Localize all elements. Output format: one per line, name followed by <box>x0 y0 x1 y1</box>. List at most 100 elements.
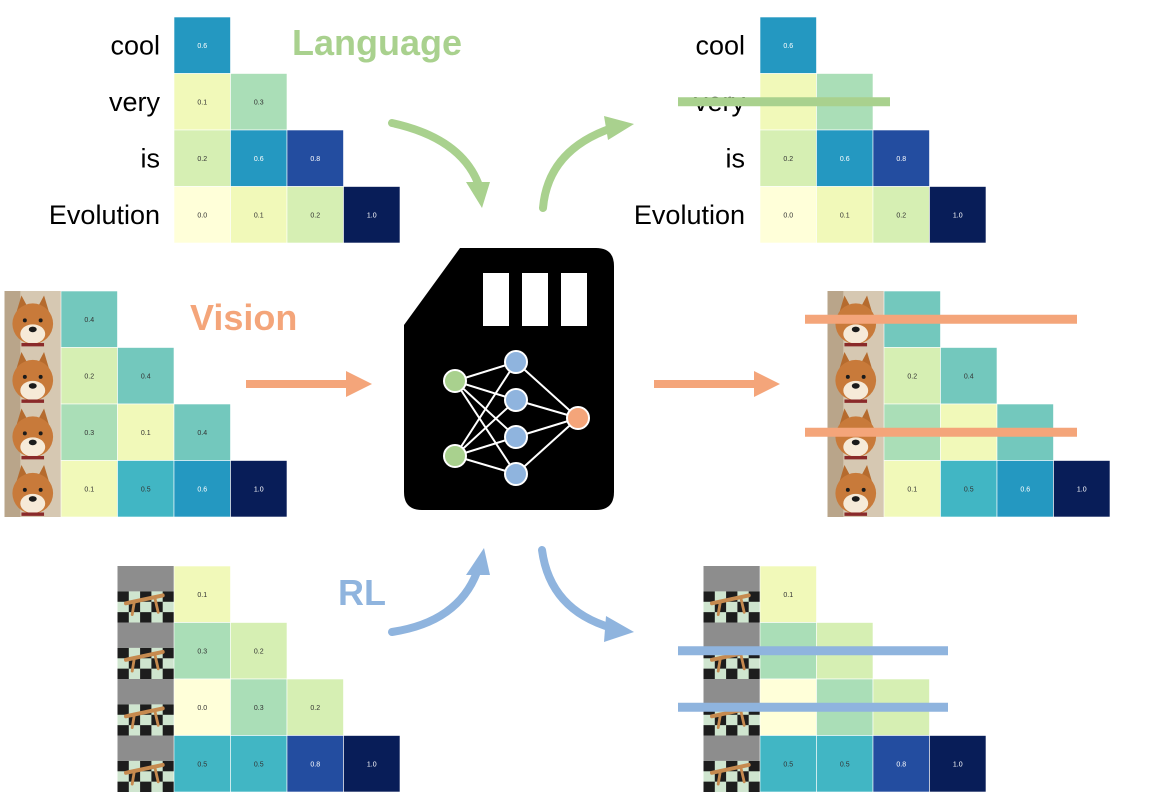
cell-value: 0.2 <box>310 212 320 219</box>
nn-edge <box>515 417 579 475</box>
attention-matrices: 0.6 0.1 0.3 0.2 0.6 0.8 0.0 0.1 0.2 1.0 0.6 0.1 0.3 0… <box>4 16 1111 793</box>
cell-value: 0.8 <box>896 156 906 163</box>
cell-value: 0.2 <box>197 156 207 163</box>
cell-value: 0.2 <box>896 212 906 219</box>
language-in-arrow <box>388 119 482 187</box>
cell-value: 0.1 <box>783 592 793 599</box>
cell-value: 0.1 <box>197 592 207 599</box>
matrix-cell <box>759 565 817 623</box>
matrix-cell <box>872 129 930 187</box>
nn-edge <box>515 361 579 419</box>
matrix-cell <box>286 129 344 187</box>
matrix-cell <box>173 565 231 623</box>
vision-output-matrix: 0.40.20.40.30.10.40.10.50.61.0 <box>827 290 1111 518</box>
vision-out-arrowhead <box>754 371 780 397</box>
matrix-cell <box>872 186 930 244</box>
matrix-cell <box>883 460 941 518</box>
cell-value: 1.0 <box>953 212 963 219</box>
matrix-cell <box>60 460 118 518</box>
token-label: is <box>726 143 746 173</box>
nn-hidden-node <box>504 388 528 412</box>
robot-sim-icon <box>703 622 760 679</box>
matrix-cell <box>286 186 344 244</box>
cell-value: 0.1 <box>141 430 151 437</box>
cell-value: 0.3 <box>197 648 207 655</box>
nn-hidden-node <box>504 462 528 486</box>
token-label: cool <box>695 30 745 60</box>
cell-value: 0.6 <box>840 156 850 163</box>
matrix-cell <box>173 735 231 793</box>
matrix-cell <box>816 735 874 793</box>
language-tokens: coolveryisEvolutioncoolveryisEvolution <box>49 30 746 230</box>
cell-value: 0.6 <box>783 43 793 50</box>
matrix-cell <box>173 16 231 74</box>
nn-edge <box>454 399 517 457</box>
nn-hidden-node <box>504 425 528 449</box>
matrix-cell <box>872 735 930 793</box>
robot-sim-icon <box>117 735 174 792</box>
cell-value: 0.2 <box>783 156 793 163</box>
robot-sim-icon <box>117 566 174 623</box>
language-out-arrow <box>539 124 616 212</box>
cell-value: 0.5 <box>141 486 151 493</box>
matrix-cell <box>996 460 1054 518</box>
matrix-cell <box>759 16 817 74</box>
matrix-cell <box>173 129 231 187</box>
matrix-cell <box>230 735 288 793</box>
cell-value: 0.8 <box>896 761 906 768</box>
cell-value: 1.0 <box>953 761 963 768</box>
cell-value: 0.0 <box>197 212 207 219</box>
matrix-cell <box>816 186 874 244</box>
matrix-cell <box>343 735 401 793</box>
language-label: Language <box>292 22 462 63</box>
cell-value: 0.5 <box>783 761 793 768</box>
cell-value: 0.1 <box>907 486 917 493</box>
cell-value: 0.6 <box>197 486 207 493</box>
matrix-cell <box>230 678 288 736</box>
rl-out-arrow <box>538 546 616 632</box>
cell-value: 0.4 <box>141 373 151 380</box>
rl-in-arrowhead <box>466 548 490 575</box>
matrix-cell <box>759 129 817 187</box>
masked-row-strikes <box>678 97 1077 712</box>
rl-out-arrowhead <box>604 616 634 642</box>
rl-output-matrix: 0.10.30.20.00.30.20.50.50.81.0 <box>703 565 987 793</box>
cell-value: 0.1 <box>840 212 850 219</box>
cell-value: 0.8 <box>310 761 320 768</box>
dog-photo-icon <box>827 347 884 404</box>
cell-value: 0.1 <box>84 486 94 493</box>
cell-value: 1.0 <box>1077 486 1087 493</box>
cell-value: 0.4 <box>84 317 94 324</box>
nn-edge <box>454 361 517 457</box>
cell-value: 0.5 <box>964 486 974 493</box>
cell-value: 0.2 <box>310 705 320 712</box>
token-label: is <box>141 143 161 173</box>
matrix-cell <box>173 186 231 244</box>
language-output-matrix: 0.60.10.30.20.60.80.00.10.21.0 <box>759 16 987 244</box>
matrix-cell <box>173 460 231 518</box>
matrix-cell <box>117 403 175 461</box>
robot-sim-icon <box>703 735 760 792</box>
token-label: Evolution <box>634 200 745 230</box>
robot-sim-icon <box>117 679 174 736</box>
matrix-cell <box>173 403 231 461</box>
matrix-cell <box>230 460 288 518</box>
neural-network-icon <box>443 350 590 486</box>
cell-value: 0.1 <box>254 212 264 219</box>
matrix-cell <box>759 735 817 793</box>
cell-value: 0.3 <box>254 99 264 106</box>
cell-value: 0.2 <box>254 648 264 655</box>
nn-input-node <box>443 444 467 468</box>
dog-photo-icon <box>827 460 884 517</box>
matrix-cell <box>230 186 288 244</box>
matrix-cell <box>1053 460 1111 518</box>
matrix-cell <box>940 460 998 518</box>
cell-value: 0.4 <box>197 430 207 437</box>
matrix-cell <box>286 735 344 793</box>
rl-label: RL <box>338 572 386 613</box>
matrix-cell <box>929 186 987 244</box>
cell-value: 0.0 <box>197 705 207 712</box>
